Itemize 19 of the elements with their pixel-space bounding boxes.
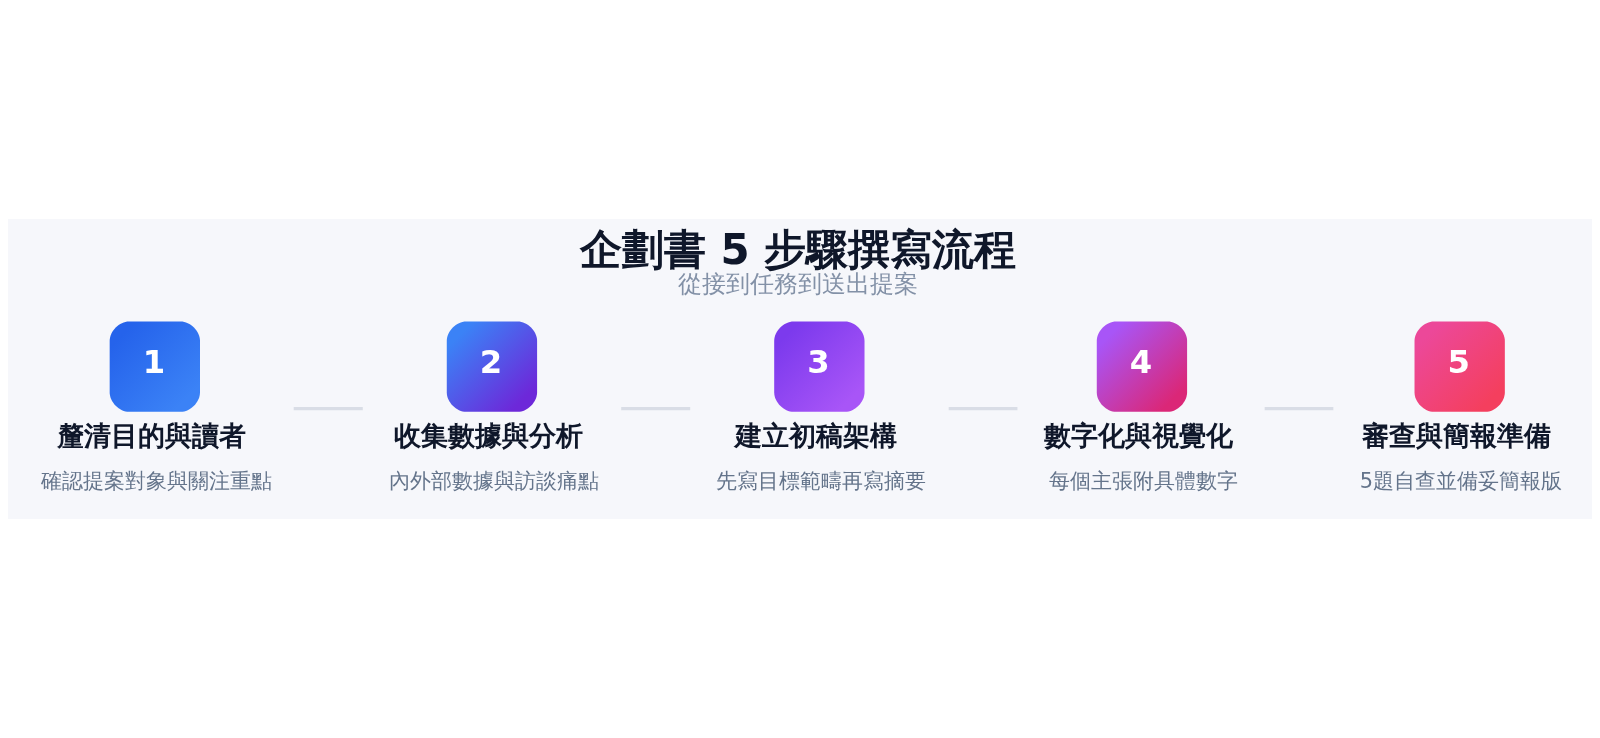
connector xyxy=(621,406,691,411)
node-box: 4 xyxy=(1096,321,1188,412)
node-label: 建立初稿架構 xyxy=(735,419,898,451)
node-label: 數字化與視覺化 xyxy=(1044,419,1234,451)
connector xyxy=(948,406,1018,411)
connector xyxy=(293,406,363,411)
node-box: 2 xyxy=(446,321,538,412)
node-label: 內外部數據與訪談痛點 xyxy=(388,469,599,494)
node-box: 1 xyxy=(109,321,200,412)
node-label: 每個主張附具體數字 xyxy=(1049,469,1239,494)
node-label: 釐清目的與讀者 xyxy=(57,419,247,451)
connector xyxy=(1264,406,1334,411)
node-box: 5 xyxy=(1414,321,1505,412)
node-label: 收集數據與分析 xyxy=(394,419,584,451)
node-label: 先寫目標範疇再寫摘要 xyxy=(716,469,927,494)
node-label: 審查與簡報準備 xyxy=(1362,419,1552,451)
node-box: 3 xyxy=(774,321,865,412)
node-label: 確認提案對象與關注重點 xyxy=(41,469,273,494)
node-label: 5題自查並備妥簡報版 xyxy=(1359,469,1563,494)
